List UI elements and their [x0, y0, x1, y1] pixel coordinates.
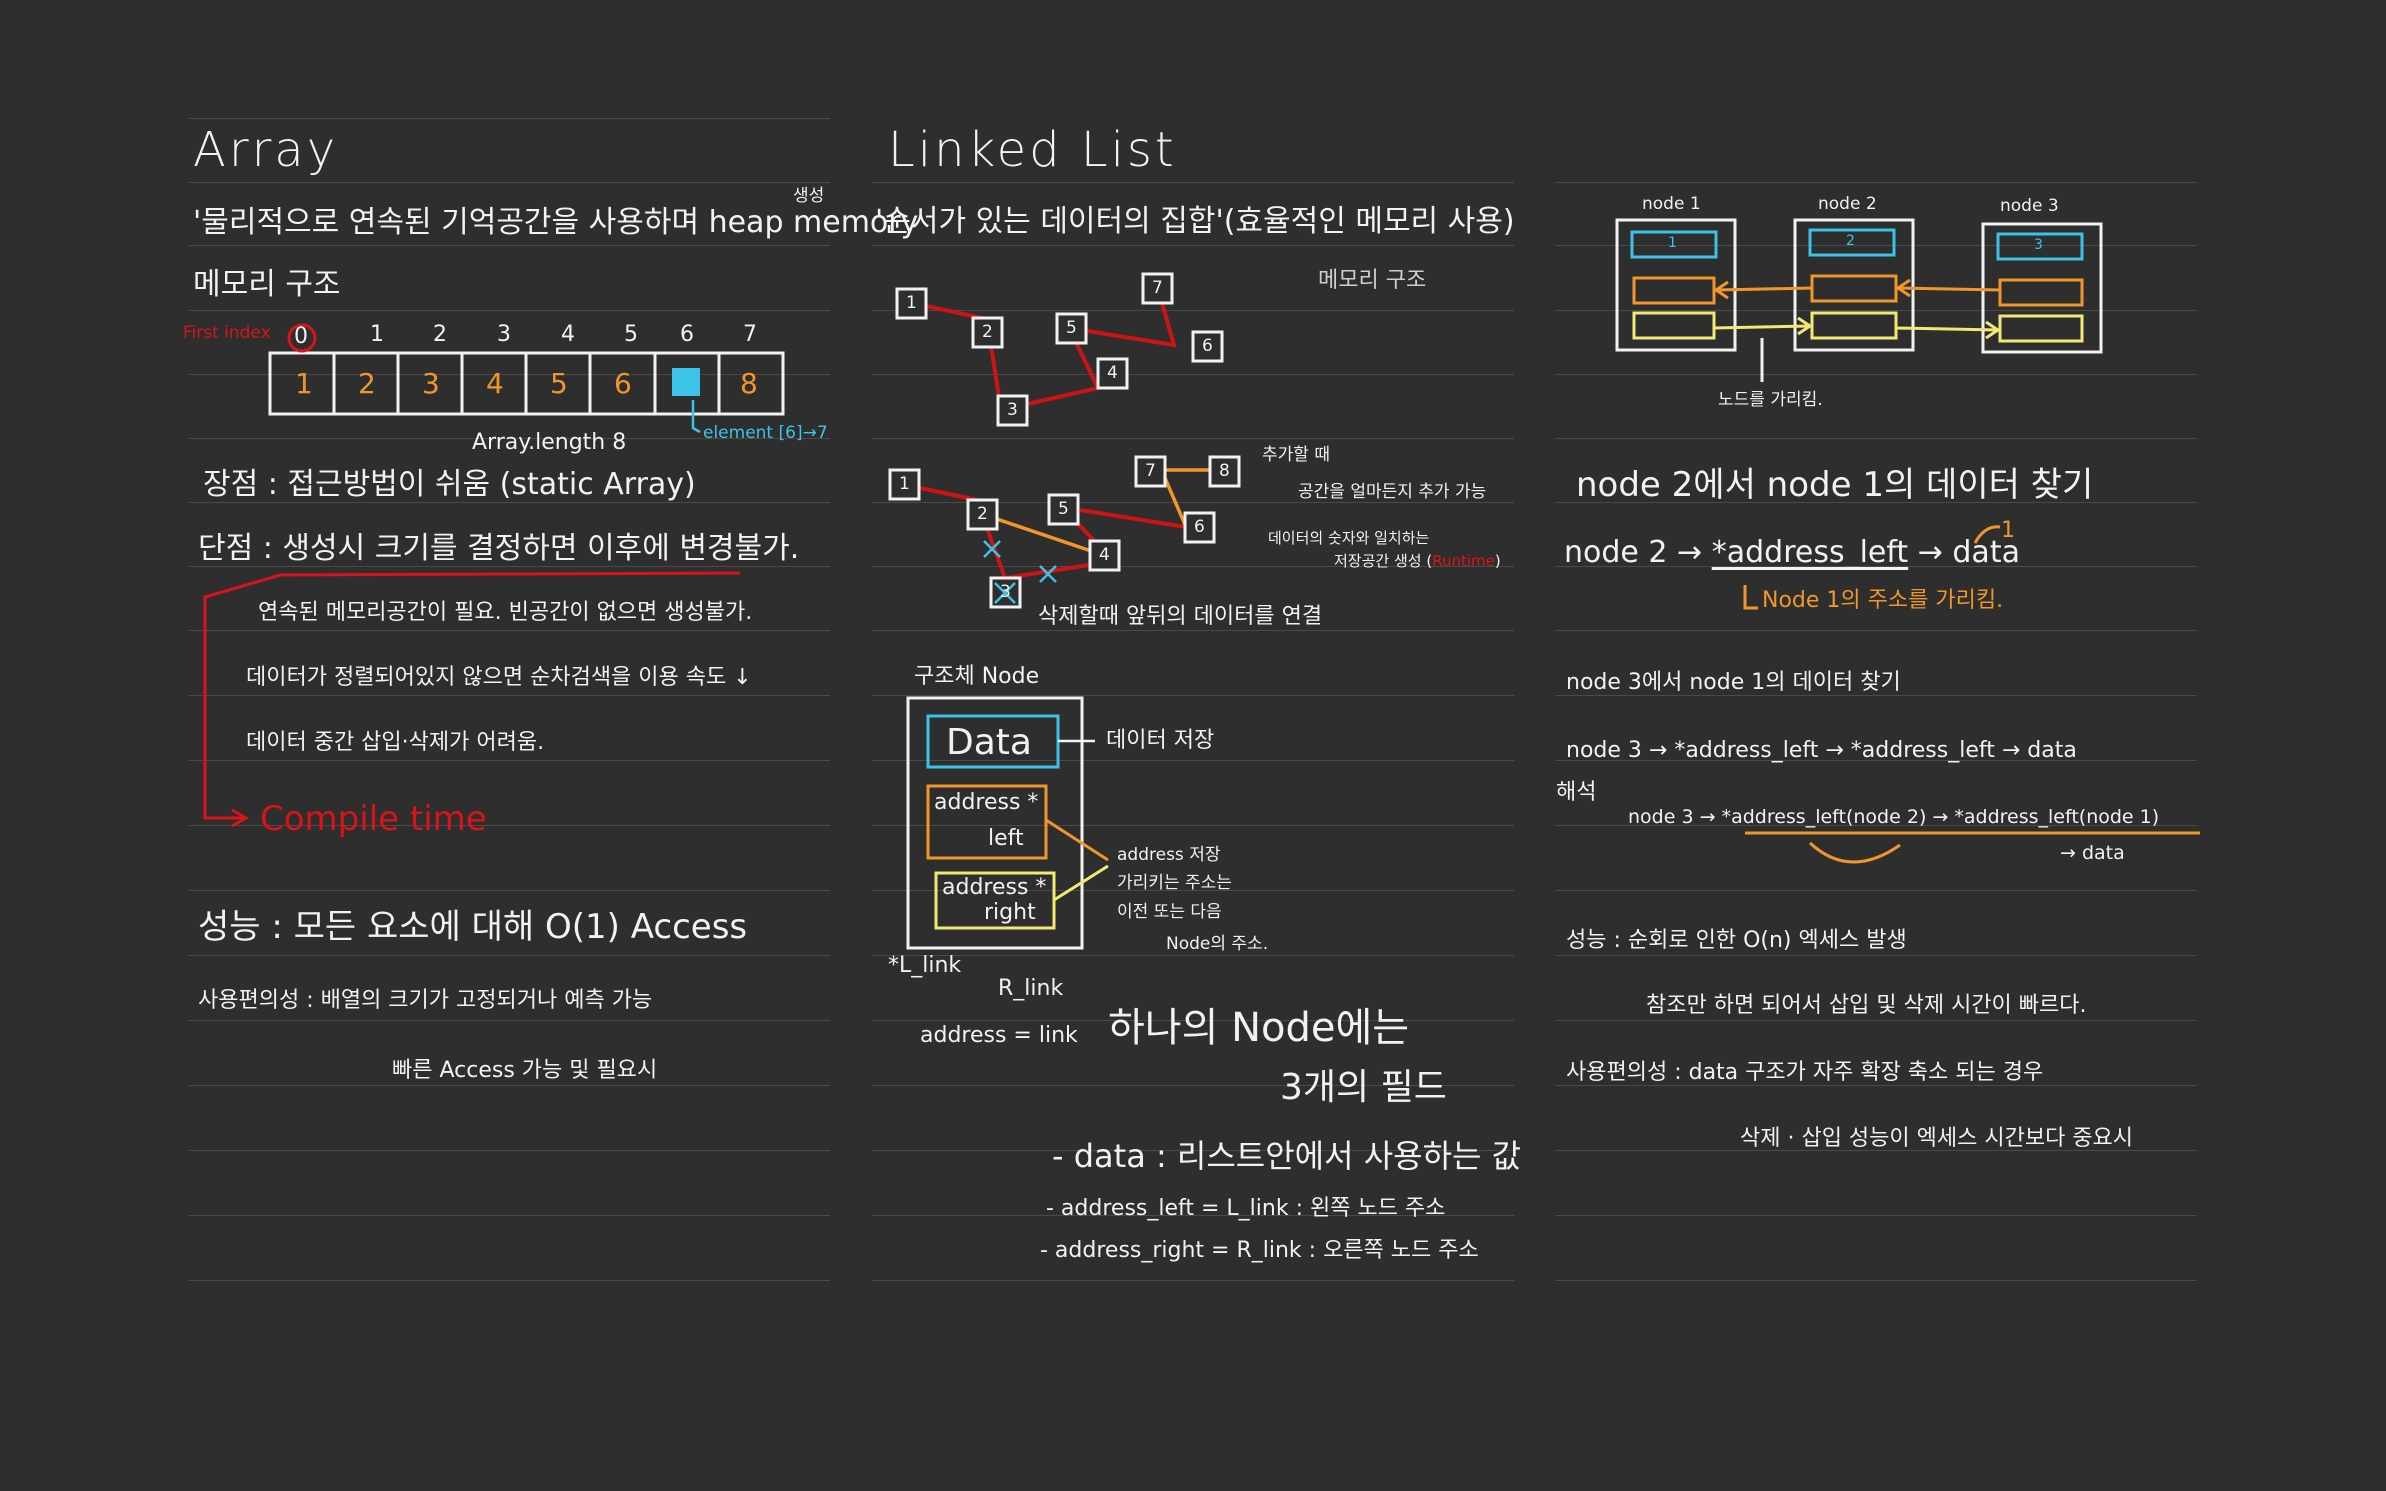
- array-cons: 단점 : 생성시 크기를 결정하면 이후에 변경불가.: [198, 531, 800, 566]
- find-node1-from-node2-expr: node 2 → *address_left → data: [1564, 535, 2020, 570]
- node-1-number: 1: [1668, 235, 1677, 251]
- add-note-4: 저장공간 생성 (Runtime): [1334, 552, 1501, 570]
- find-node1-from-node2-title: node 2에서 node 1의 데이터 찾기: [1576, 465, 2094, 505]
- find-node1-interpretation: node 3 → *address_left(node 2) → *addres…: [1628, 806, 2160, 828]
- node-3-number: 3: [2034, 237, 2043, 253]
- array-performance: 성능 : 모든 요소에 대해 O(1) Access: [198, 907, 748, 947]
- node1-address-note: Node 1의 주소를 가리킴.: [1762, 588, 2004, 613]
- struct-node-diagram: [906, 696, 1109, 950]
- array-cons-detail-1: 연속된 메모리공간이 필요. 빈공간이 없으면 생성불가.: [258, 600, 753, 625]
- struct-data-label: Data: [946, 722, 1032, 763]
- linked-list-performance: 성능 : 순회로 인한 O(n) 엑세스 발생: [1566, 928, 1907, 953]
- l-link-label: *L_link: [888, 953, 962, 978]
- linked-list-title: Linked List: [888, 122, 1177, 178]
- compile-time-label: Compile time: [260, 799, 487, 839]
- field-address-left: - address_left = L_link : 왼쪽 노드 주소: [1046, 1196, 1446, 1221]
- address-note-4: Node의 주소.: [1166, 934, 1269, 954]
- memory-graph-top: [895, 272, 1224, 427]
- array-length-label: Array.length 8: [472, 430, 627, 455]
- r-link-label: R_link: [998, 976, 1064, 1001]
- struct-data-note: 데이터 저장: [1106, 728, 1215, 753]
- interpretation-label: 해석: [1556, 780, 1597, 805]
- first-index-label: First index: [183, 323, 271, 343]
- element-marker: [672, 368, 700, 396]
- node-2-label: node 2: [1818, 194, 1877, 214]
- node1-address-bracket: [1743, 585, 1758, 610]
- find-node1-interpretation-data: → data: [2060, 842, 2125, 864]
- array-memory-label: 메모리 구조: [193, 267, 341, 302]
- element-pointer: [691, 400, 701, 434]
- array-pros: 장점 : 접근방법이 쉬움 (static Array): [203, 467, 696, 502]
- add-note-1: 추가할 때: [1262, 445, 1330, 465]
- first-index-circle: [287, 323, 317, 353]
- node-2-number: 2: [1846, 233, 1855, 249]
- struct-right-line-2: right: [984, 900, 1036, 925]
- array-cons-detail-2: 데이터가 정렬되어있지 않으면 순차검색을 이용 속도 ↓: [246, 665, 752, 690]
- node1-superscript: 1: [2001, 518, 2015, 543]
- memory-graph-bottom: [888, 455, 1241, 609]
- linked-list-definition: '순서가 있는 데이터의 집합'(효율적인 메모리 사용): [875, 204, 1515, 239]
- array-definition: '물리적으로 연속된 기억공간을 사용하며 heap memory: [193, 205, 919, 240]
- add-note-3: 데이터의 숫자와 일치하는: [1268, 529, 1430, 547]
- array-cells: [268, 351, 785, 416]
- delete-note: 삭제할때 앞뒤의 데이터를 연결: [1038, 604, 1323, 629]
- fields-title-2: 3개의 필드: [1280, 1067, 1447, 1108]
- array-cons-detail-3: 데이터 중간 삽입·삭제가 어려움.: [246, 730, 545, 755]
- linked-list-memory-label: 메모리 구조: [1318, 268, 1427, 293]
- fields-title-1: 하나의 Node에는: [1108, 1005, 1410, 1051]
- struct-right-line-1: address *: [942, 875, 1047, 900]
- array-usability: 사용편의성 : 배열의 크기가 고정되거나 예측 가능: [198, 988, 653, 1013]
- field-address-right: - address_right = R_link : 오른쪽 노드 주소: [1040, 1238, 1479, 1263]
- array-definition-note: 생성: [793, 186, 825, 206]
- element-label: element [6]→7: [703, 423, 828, 443]
- node-3-label: node 3: [2000, 196, 2059, 216]
- find-node1-from-node3-expr: node 3 → *address_left → *address_left →…: [1566, 738, 2077, 763]
- struct-node-title: 구조체 Node: [914, 664, 1040, 689]
- struct-left-line-2: left: [988, 826, 1024, 851]
- array-title: Array: [193, 122, 339, 178]
- linked-list-usability-2: 삭제 · 삽입 성능이 엑세스 시간보다 중요시: [1740, 1126, 2134, 1151]
- array-usability-2: 빠른 Access 가능 및 필요시: [392, 1058, 658, 1083]
- address-note-1: address 저장: [1117, 845, 1221, 865]
- find-node1-from-node3-title: node 3에서 node 1의 데이터 찾기: [1566, 670, 1901, 695]
- address-note-3: 이전 또는 다음: [1117, 902, 1222, 922]
- address-link-label: address = link: [920, 1023, 1078, 1048]
- field-data: - data : 리스트안에서 사용하는 값: [1052, 1137, 1522, 1175]
- node-chain-diagram: [1615, 218, 2103, 382]
- cons-bracket: [203, 571, 741, 820]
- struct-left-line-1: address *: [934, 790, 1039, 815]
- node-1-label: node 1: [1642, 194, 1701, 214]
- linked-list-usability: 사용편의성 : data 구조가 자주 확장 축소 되는 경우: [1566, 1060, 2044, 1085]
- address-note-2: 가리키는 주소는: [1117, 873, 1232, 893]
- linked-list-performance-2: 참조만 하면 되어서 삽입 및 삭제 시간이 빠르다.: [1646, 993, 2087, 1018]
- node-pointer-note: 노드를 가리킴.: [1718, 390, 1823, 410]
- add-note-2: 공간을 얼마든지 추가 가능: [1298, 482, 1487, 502]
